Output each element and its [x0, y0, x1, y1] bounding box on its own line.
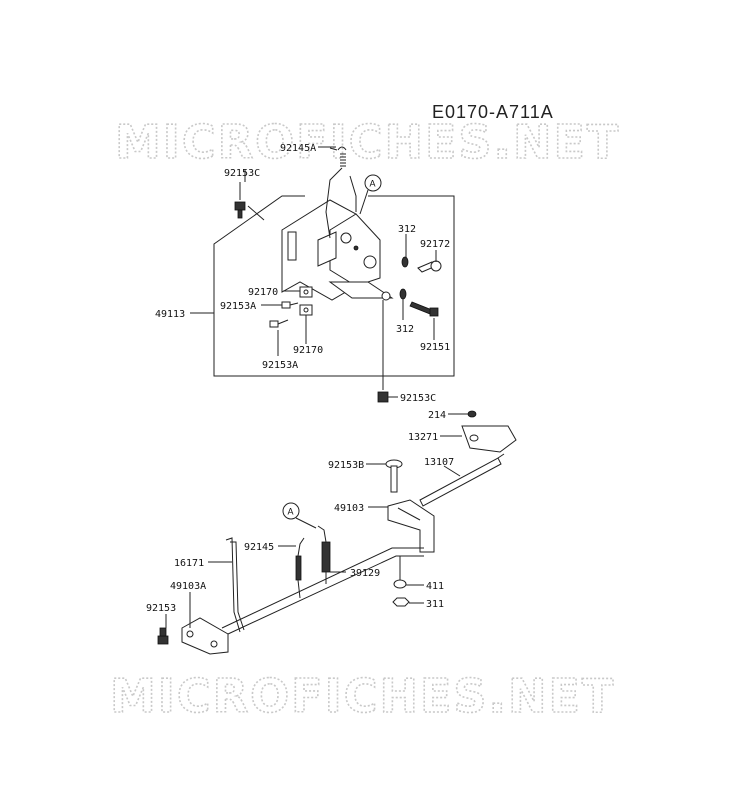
- bolt-92151: [409, 301, 439, 317]
- lever-49103: [387, 499, 435, 553]
- label-92170-b: 92170: [293, 345, 323, 356]
- washer-411: [393, 579, 407, 589]
- watermark-bottom: MICROFICHES.NET: [110, 669, 615, 723]
- washer-214: [467, 410, 477, 418]
- label-92170-a: 92170: [248, 287, 278, 298]
- washer-312-b: [399, 288, 407, 300]
- label-92153B: 92153B: [328, 460, 364, 471]
- label-214: 214: [428, 410, 446, 421]
- spring-92145A: [329, 146, 347, 167]
- label-92153A-a: 92153A: [220, 301, 256, 312]
- svg-text:A: A: [370, 179, 376, 189]
- bolt-92153B: [385, 459, 403, 493]
- nut-311: [392, 597, 410, 607]
- clip-92170-a: [299, 286, 313, 298]
- label-312-b: 312: [396, 324, 414, 335]
- lever-16171: [225, 537, 245, 633]
- part-labels: 92145A 92153C 312 92172 92170 92153A 491…: [146, 143, 454, 614]
- label-312-a: 312: [398, 224, 416, 235]
- bolt-92153: [157, 627, 169, 645]
- bracket-49103A: [181, 617, 229, 655]
- label-16171: 16171: [174, 558, 204, 569]
- lower-assembly: A: [157, 410, 517, 655]
- label-92153A-b: 92153A: [262, 360, 298, 371]
- label-92145A: 92145A: [280, 143, 316, 154]
- label-411: 411: [426, 581, 444, 592]
- label-92145: 92145: [244, 542, 274, 553]
- svg-text:A: A: [288, 507, 294, 517]
- label-49103A: 49103A: [170, 581, 206, 592]
- callout-a-upper: A: [359, 174, 382, 215]
- spring-39129: [317, 525, 331, 584]
- label-92153C-bottom: 92153C: [400, 393, 436, 404]
- watermark-top: MICROFICHES.NET: [115, 115, 620, 169]
- label-13271: 13271: [408, 432, 438, 443]
- upper-assembly: A: [213, 146, 455, 403]
- washer-312-a: [401, 256, 409, 268]
- screw-92153A-a: [281, 301, 299, 309]
- label-49103: 49103: [334, 503, 364, 514]
- label-92153: 92153: [146, 603, 176, 614]
- spring-92145: [295, 537, 305, 599]
- label-311: 311: [426, 599, 444, 610]
- screw-92153A-b: [269, 319, 289, 328]
- label-92172: 92172: [420, 239, 450, 250]
- label-92153C-top: 92153C: [224, 168, 260, 179]
- label-13107: 13107: [424, 457, 454, 468]
- label-92151: 92151: [420, 342, 450, 353]
- shaft-13107: [419, 453, 505, 507]
- bolt-92172: [417, 260, 442, 273]
- bolt-92153C-top: [234, 182, 265, 221]
- clip-92170-b: [299, 304, 313, 316]
- diagram-reference: E0170-A711A: [432, 102, 554, 122]
- label-49113: 49113: [155, 309, 185, 320]
- callout-a-lower: A: [282, 502, 317, 529]
- label-39129: 39129: [350, 568, 380, 579]
- leader-lines: [165, 146, 468, 628]
- bolt-92153C-bottom: [377, 300, 389, 403]
- plate-13271: [461, 425, 517, 453]
